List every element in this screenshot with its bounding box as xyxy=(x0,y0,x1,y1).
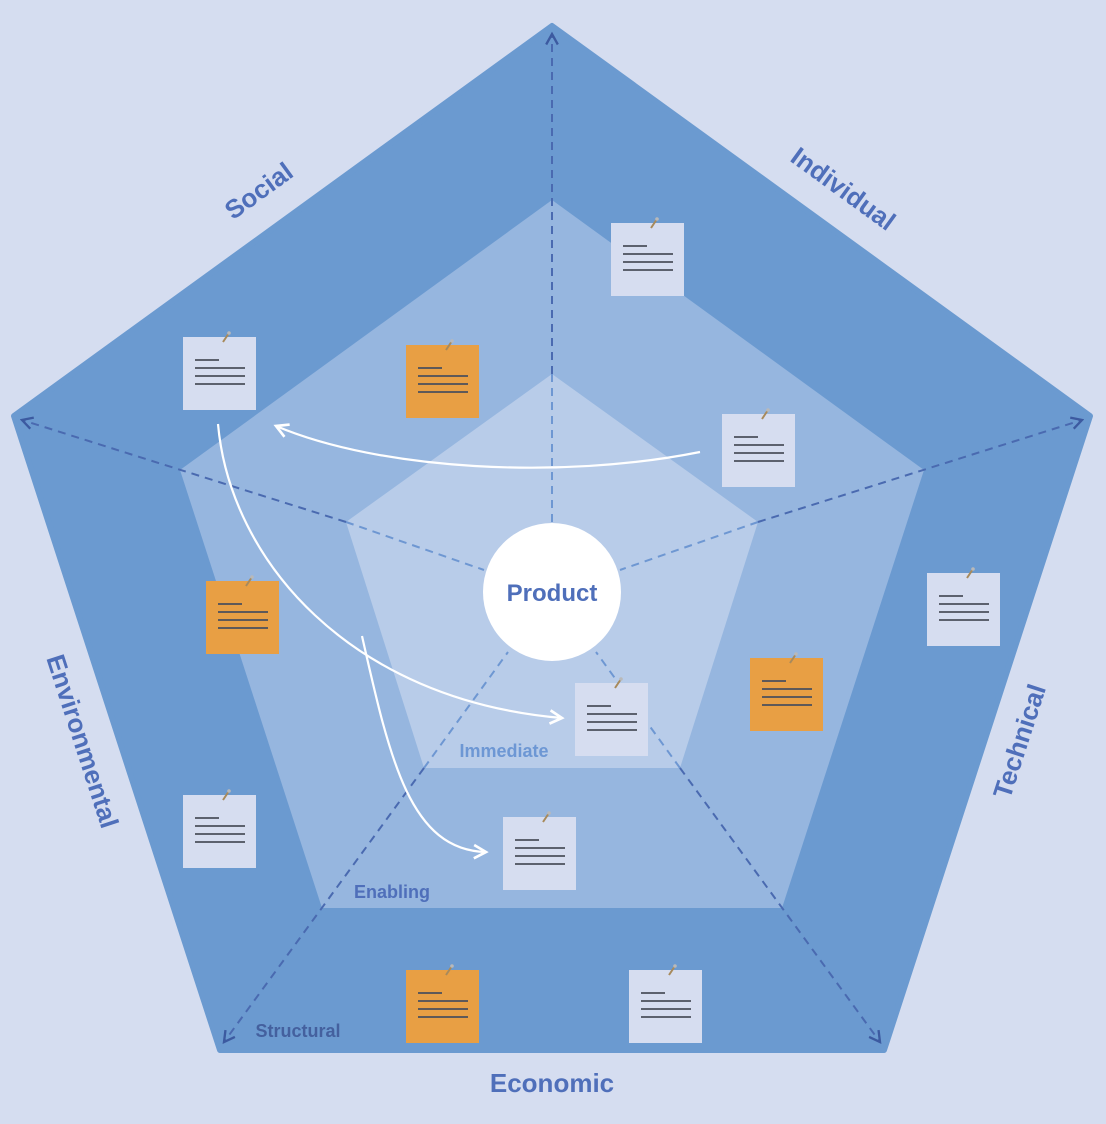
dimension-economic-label: Economic xyxy=(490,1068,614,1098)
flow-arrow-top xyxy=(276,426,701,469)
sticky-note-orange[interactable] xyxy=(206,575,279,654)
level-enabling-label: Enabling xyxy=(354,882,430,902)
pin-icon xyxy=(222,790,230,801)
sticky-note-light[interactable] xyxy=(183,331,256,410)
pin-icon xyxy=(542,812,550,823)
level-structural-label: Structural xyxy=(255,1021,340,1041)
sticky-note-light[interactable] xyxy=(183,789,256,868)
pin-icon xyxy=(761,409,769,420)
sticky-note-light[interactable] xyxy=(611,217,684,296)
sticky-note-light[interactable] xyxy=(722,408,795,487)
axis-economic xyxy=(679,767,880,1042)
axis-environmental xyxy=(22,420,347,523)
sticky-note-orange[interactable] xyxy=(406,964,479,1043)
pin-icon xyxy=(789,653,797,664)
pin-icon xyxy=(650,218,658,229)
flow-arrows xyxy=(216,423,701,852)
pin-icon xyxy=(445,965,453,976)
sticky-notes xyxy=(183,217,1000,1043)
sticky-note-orange[interactable] xyxy=(406,339,479,418)
product-circle xyxy=(483,523,621,661)
flow-arrow-middle xyxy=(216,423,562,718)
pin-icon xyxy=(966,568,974,579)
sticky-note-orange[interactable] xyxy=(750,652,823,731)
sticky-note-light[interactable] xyxy=(629,964,702,1043)
sticky-note-light[interactable] xyxy=(503,811,576,890)
axis-technical xyxy=(757,420,1082,523)
outer-spokes xyxy=(22,34,1082,1042)
product-label: Product xyxy=(507,580,598,607)
level-immediate-label: Immediate xyxy=(459,741,548,761)
pin-icon xyxy=(614,678,622,689)
flow-arrow-bottom xyxy=(360,635,486,852)
pin-icon xyxy=(245,576,253,587)
axis-structural xyxy=(224,767,425,1042)
pin-icon xyxy=(445,340,453,351)
pin-icon xyxy=(222,332,230,343)
pin-icon xyxy=(668,965,676,976)
sticky-note-light[interactable] xyxy=(927,567,1000,646)
sticky-note-light[interactable] xyxy=(575,677,648,756)
